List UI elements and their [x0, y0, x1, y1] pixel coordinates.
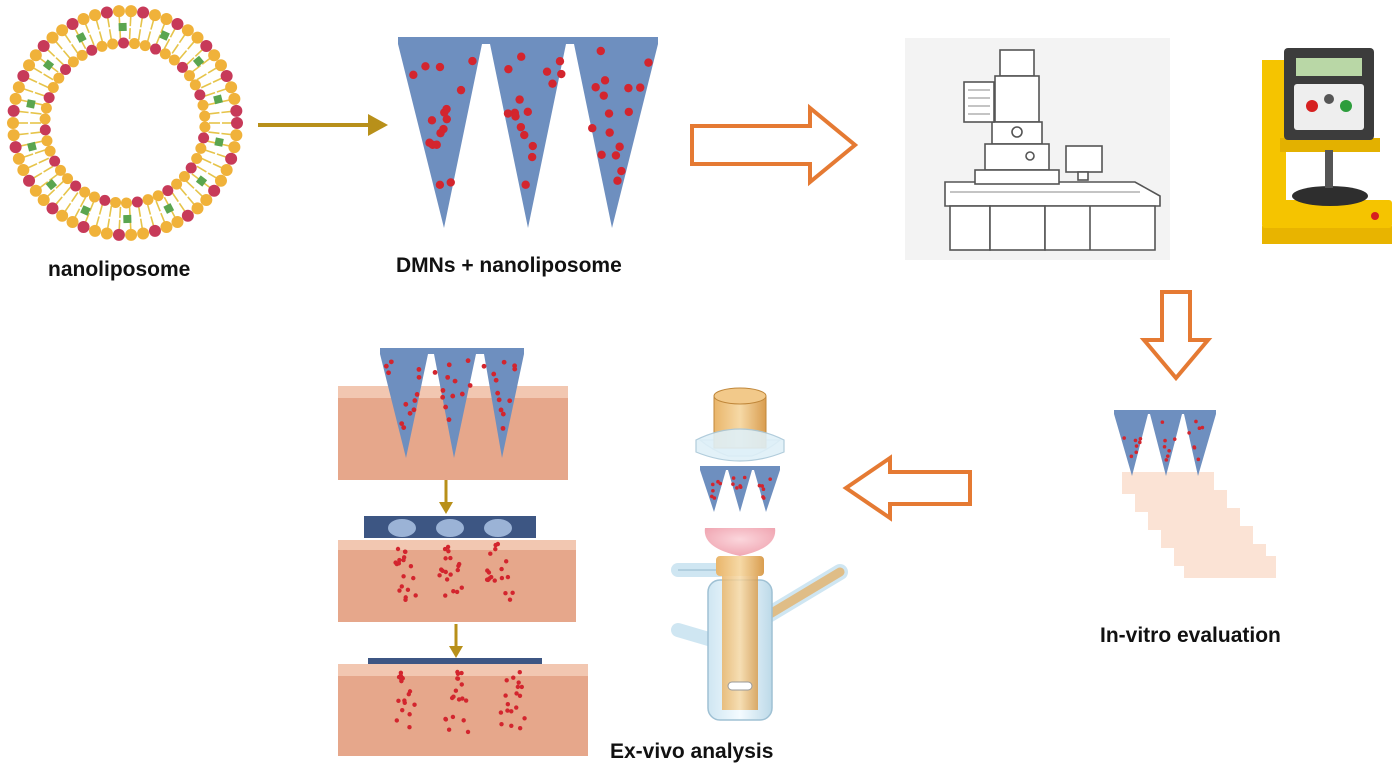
microneedle-patch-icon — [700, 466, 780, 512]
skin-layers-icon — [1122, 472, 1276, 578]
franz-diffusion-cell-icon — [671, 387, 848, 721]
texture-analyzer-icon — [1245, 40, 1398, 260]
process-arrow-2 — [690, 103, 859, 187]
skin-layers-icon — [338, 386, 588, 756]
microneedle-array-icon — [380, 348, 524, 458]
electron-microscope-icon — [905, 38, 1170, 260]
process-arrow-1 — [258, 114, 388, 136]
nanoliposome-label: nanoliposome — [48, 258, 191, 281]
in-vitro-label: In-vitro evaluation — [1100, 624, 1281, 647]
process-arrow-down-small — [439, 480, 463, 658]
nanoliposome-icon — [7, 5, 243, 241]
dmns-label: DMNs + nanoliposome — [396, 254, 622, 277]
dissolved-needle-wells — [388, 519, 512, 537]
drug-particles — [383, 46, 1205, 735]
ex-vivo-label: Ex-vivo analysis — [610, 740, 774, 763]
process-arrow-4 — [842, 454, 972, 522]
process-arrow-3 — [1139, 290, 1213, 382]
microneedle-patch-icon — [1114, 410, 1216, 476]
